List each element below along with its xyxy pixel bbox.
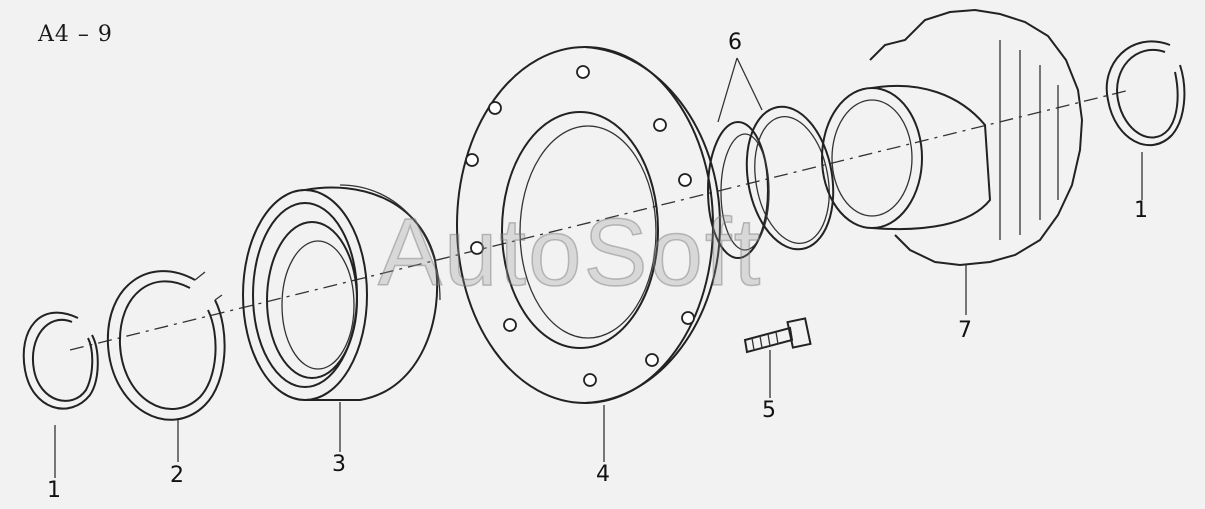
callout-1-right: 1 [1134, 198, 1148, 223]
part-3-roller-bearing [242, 184, 441, 401]
part-4-flange [456, 46, 722, 404]
part-2-circlip [106, 270, 226, 421]
part-7-gear [821, 8, 1084, 267]
callout-1-left: 1 [47, 478, 61, 503]
watermark-text: AutoSoft [377, 198, 763, 307]
part-5-bolt [743, 317, 812, 354]
callout-2: 2 [170, 463, 184, 488]
callout-6: 6 [728, 30, 742, 55]
part-1-snap-ring-left [22, 311, 99, 410]
callout-4: 4 [596, 462, 610, 487]
callout-3: 3 [332, 452, 346, 477]
center-axis [69, 89, 1131, 351]
callout-7: 7 [958, 318, 972, 343]
part-6-rings [707, 105, 835, 259]
diagram-id: A4 – 9 [38, 22, 113, 47]
leader-lines [54, 57, 1143, 478]
part-1-snap-ring-right [1105, 40, 1186, 147]
callout-5: 5 [762, 398, 776, 423]
